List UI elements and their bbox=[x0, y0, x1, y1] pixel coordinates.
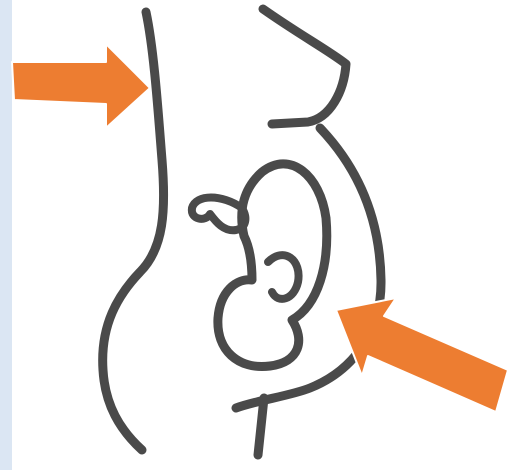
fetus-body bbox=[218, 164, 327, 367]
fetus-inner-curl bbox=[268, 255, 299, 299]
leg-outline bbox=[258, 398, 264, 455]
arrow-pointing-back-icon bbox=[12, 44, 150, 128]
arrow-pointing-belly-icon bbox=[336, 298, 508, 412]
chest-outline bbox=[263, 9, 346, 124]
